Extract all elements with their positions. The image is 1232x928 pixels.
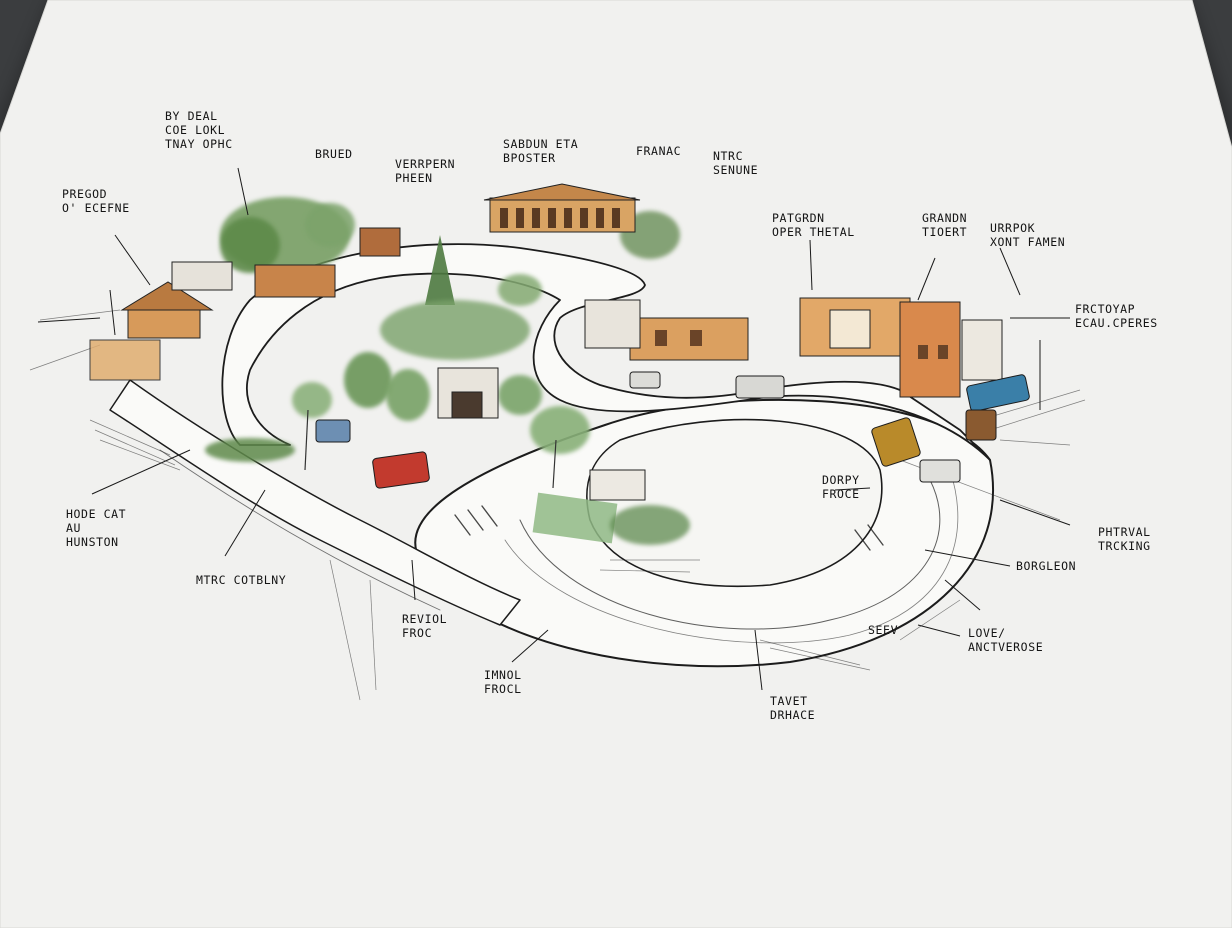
building-icon xyxy=(584,299,749,361)
pencil-hatching xyxy=(29,309,1086,701)
annotation: FRANAC xyxy=(636,144,681,158)
car-icon xyxy=(315,419,351,443)
tree-icon xyxy=(498,274,542,306)
building-icon xyxy=(171,227,401,298)
left-approach-road xyxy=(109,379,521,626)
tree-icon xyxy=(610,505,690,545)
building-icon xyxy=(799,297,1003,398)
tree-icon xyxy=(380,300,530,360)
annotation: LOVE/ANCTVEROSE xyxy=(968,626,1043,654)
car-icon xyxy=(966,374,1030,412)
vehicles-group xyxy=(315,371,1030,489)
building-icon xyxy=(483,183,641,233)
tree-icon xyxy=(220,217,280,273)
tree-icon xyxy=(205,438,295,462)
tree-icon xyxy=(344,352,392,408)
tree-icon xyxy=(292,382,332,418)
car-icon xyxy=(735,375,785,399)
car-icon xyxy=(919,459,961,483)
annotation: BRUED xyxy=(315,147,353,161)
tree-icon xyxy=(386,369,430,421)
lawn-patch xyxy=(532,492,618,544)
annotation: MTRC COTBLNY xyxy=(196,573,286,587)
car-icon xyxy=(871,417,921,467)
building-icon xyxy=(437,367,499,419)
car-icon xyxy=(629,371,661,389)
building-icon xyxy=(89,281,214,381)
loop-infield xyxy=(586,418,883,588)
leader-lines xyxy=(37,167,1071,691)
car-icon xyxy=(965,409,997,441)
annotation: BORGLEON xyxy=(1016,559,1076,573)
tree-icon xyxy=(498,375,542,415)
annotation: SEEV xyxy=(868,623,898,637)
tree-icon xyxy=(530,406,590,454)
buildings-group xyxy=(89,183,1003,501)
tree-icon xyxy=(425,235,455,305)
building-icon xyxy=(589,469,646,501)
foliage-group xyxy=(205,197,690,545)
tree-icon xyxy=(305,203,355,247)
road-network xyxy=(109,243,995,668)
car-icon xyxy=(372,451,430,489)
upper-s-road xyxy=(221,243,991,461)
